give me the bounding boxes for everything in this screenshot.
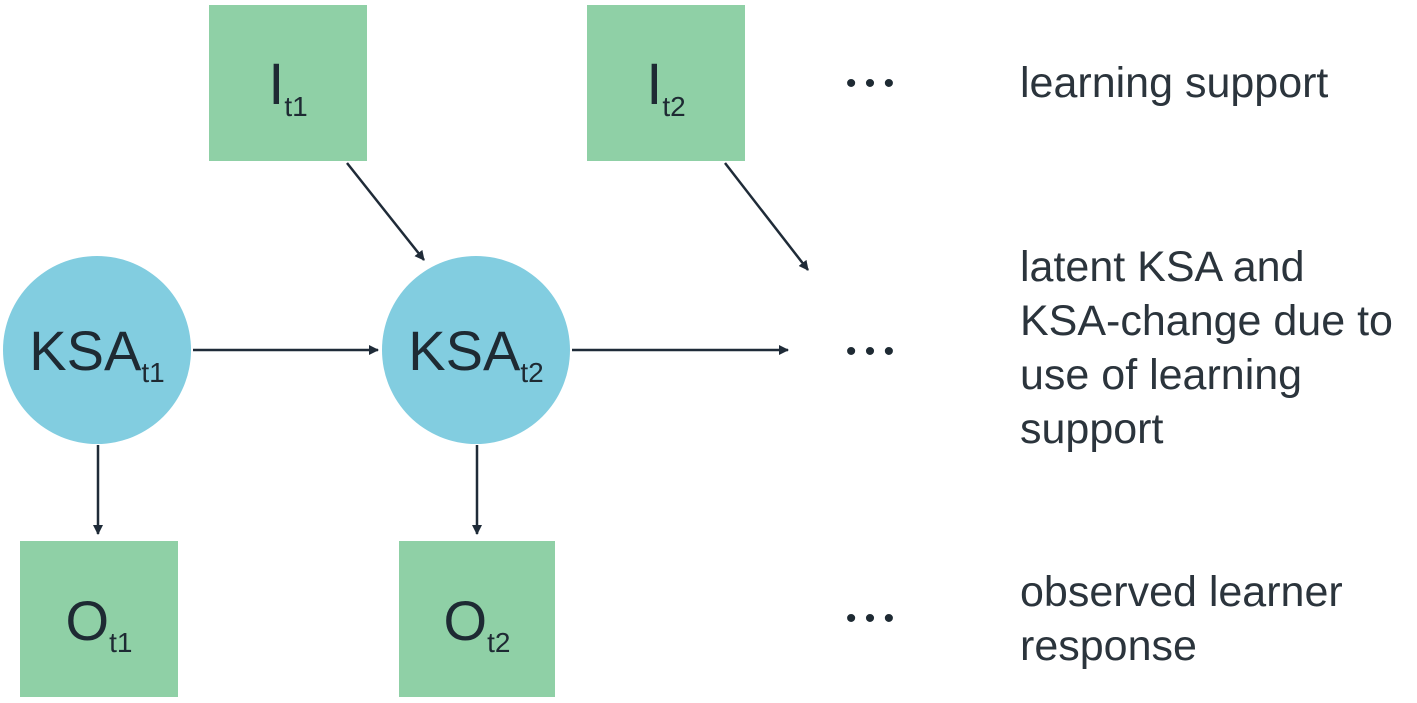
ksa-t1-main: KSA [29,319,142,382]
label-latent-ksa: latent KSA and KSA-change due to use of … [1020,243,1393,453]
response-box-t1 [20,541,178,697]
support-t1-main: I [268,52,284,117]
ellipsis-observed: • • • [846,602,894,635]
ksa-t2-main: KSA [408,319,521,382]
ellipsis-latent: • • • [846,335,894,368]
ksa-t2-sub: t2 [520,357,543,388]
arrow-support-t1-to-ksa-t2 [346,162,425,261]
ksa-circle-t2 [382,256,570,444]
response-t1-sub: t1 [109,627,132,658]
support-t1-sub: t1 [284,91,307,122]
support-t2-sub: t2 [662,91,685,122]
ksa-circle-t1 [3,256,191,444]
arrow-support-t2-to-next [724,162,809,271]
svg-text:Ot2: Ot2 [444,589,511,658]
svg-text:It2: It2 [646,52,685,122]
svg-text:KSAt1: KSAt1 [29,319,164,388]
support-box-t1 [209,5,367,161]
svg-text:Ot1: Ot1 [66,589,133,658]
support-t2-main: I [646,52,662,117]
label-learning-support: learning support [1020,59,1329,107]
response-box-t2 [399,541,555,697]
response-t2-sub: t2 [487,627,510,658]
ellipsis-support: • • • [846,67,894,100]
ksa-t1-sub: t1 [141,357,164,388]
label-observed-response: observed learner response [1020,568,1343,670]
response-t1-main: O [66,589,110,652]
support-box-t2 [587,5,745,161]
svg-text:KSAt2: KSAt2 [408,319,543,388]
response-t2-main: O [444,589,488,652]
svg-text:It1: It1 [268,52,307,122]
